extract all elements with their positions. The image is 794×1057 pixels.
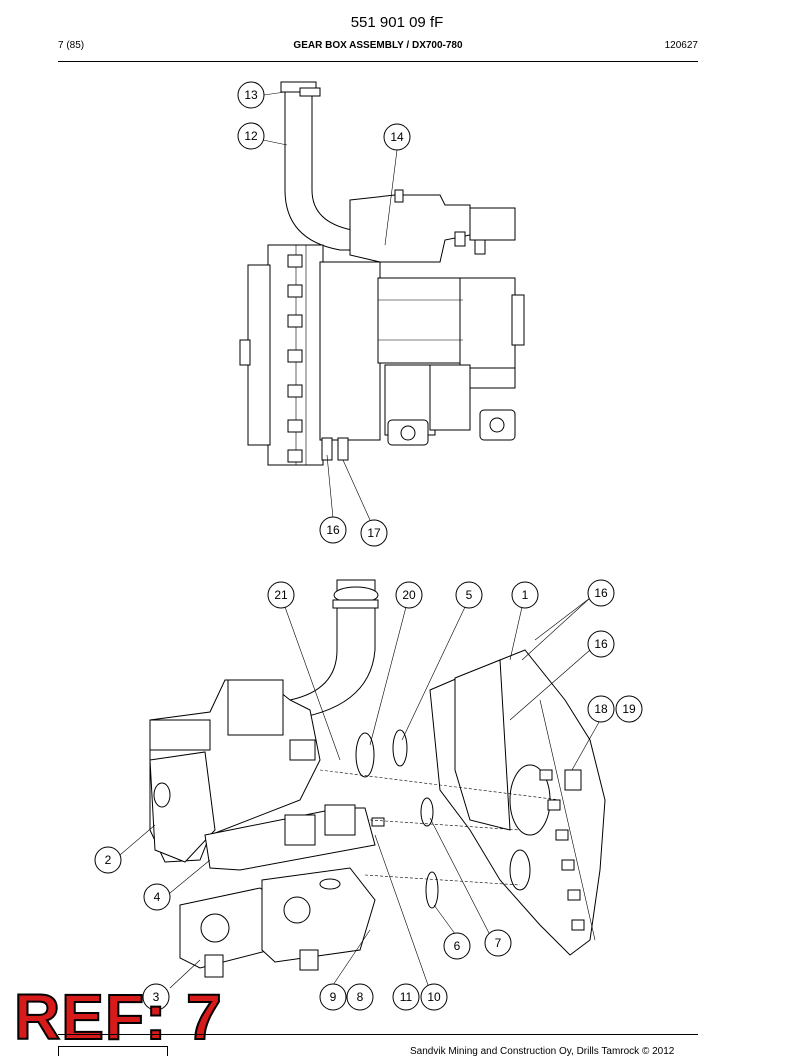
- ref-stamp: REF: 7: [13, 981, 223, 1053]
- callout-label: 14: [390, 130, 404, 144]
- callout-2: 2: [94, 846, 122, 874]
- callout-16-top: 16: [319, 516, 347, 544]
- callout-11: 11: [392, 983, 420, 1011]
- bottom-exploded-view: [119, 579, 606, 989]
- callout-label: 16: [594, 586, 608, 600]
- date-code: 120627: [664, 40, 698, 51]
- page-count: 7 (85): [58, 40, 85, 51]
- callout-19: 19: [615, 695, 643, 723]
- callout-7: 7: [484, 929, 512, 957]
- callout-label: 7: [495, 936, 502, 950]
- callout-label: 16: [594, 637, 608, 651]
- callout-18: 18: [587, 695, 615, 723]
- callout-13: 13: [237, 81, 265, 109]
- callout-label: 4: [154, 890, 161, 904]
- document-number: 551 901 09 fF: [350, 14, 444, 31]
- header-divider: [58, 61, 698, 62]
- callout-label: 1: [522, 588, 529, 602]
- callout-1: 1: [511, 581, 539, 609]
- callout-label: 3: [153, 990, 160, 1004]
- page-title: GEAR BOX ASSEMBLY / DX700-780: [293, 40, 463, 51]
- callout-21: 21: [267, 581, 295, 609]
- callout-label: 20: [402, 588, 416, 602]
- callout-14: 14: [383, 123, 411, 151]
- callout-17: 17: [360, 519, 388, 547]
- callout-label: 6: [454, 939, 461, 953]
- callout-4: 4: [143, 883, 171, 911]
- callout-9: 9: [319, 983, 347, 1011]
- callout-6: 6: [443, 932, 471, 960]
- callout-20: 20: [395, 581, 423, 609]
- footer-copyright: Sandvik Mining and Construction Oy, Dril…: [410, 1046, 675, 1057]
- callout-label: 9: [330, 990, 337, 1004]
- callout-3: 3: [142, 983, 170, 1011]
- callout-5: 5: [455, 581, 483, 609]
- callout-16-b: 16: [587, 630, 615, 658]
- callout-label: 18: [594, 702, 608, 716]
- callout-10: 10: [420, 983, 448, 1011]
- callout-label: 8: [357, 990, 364, 1004]
- callout-label: 16: [326, 523, 340, 537]
- callout-16-a: 16: [587, 579, 615, 607]
- callout-label: 10: [427, 990, 441, 1004]
- callout-12: 12: [237, 122, 265, 150]
- callout-8: 8: [346, 983, 374, 1011]
- callout-label: 21: [274, 588, 288, 602]
- brand-logo: [58, 1046, 168, 1056]
- callout-label: 19: [622, 702, 636, 716]
- top-assembly-view: [239, 81, 525, 521]
- callout-label: 13: [244, 88, 258, 102]
- callout-label: 17: [367, 526, 381, 540]
- callout-label: 5: [466, 588, 473, 602]
- callout-label: 12: [244, 129, 258, 143]
- callout-label: 2: [105, 853, 112, 867]
- callout-label: 11: [400, 990, 413, 1004]
- page-header: 7 (85) GEAR BOX ASSEMBLY / DX700-780 120…: [58, 40, 698, 56]
- footer-divider: [58, 1034, 698, 1035]
